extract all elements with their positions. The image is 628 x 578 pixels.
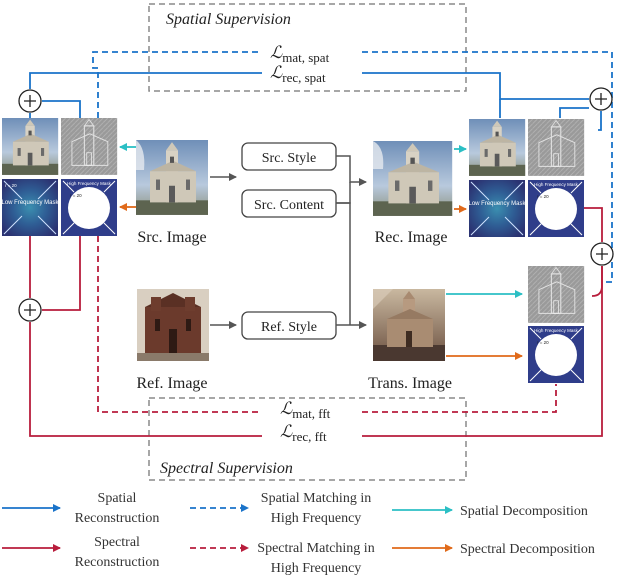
high-freq-mask-label: High Frequency Mask [534,182,579,187]
legend-spatial-match-line2: High Frequency [271,511,362,526]
legend-spatial-rec-line1: Spatial [98,491,137,506]
trans-high-frequency-mask: High Frequency Mask r = 20 [528,326,584,383]
spatial-rec-sum-left [29,100,81,118]
spatial-supervision-box [148,3,467,92]
legend-spectral-match-line1: Spectral Matching in [257,541,374,556]
left-src-spatial-high [60,117,118,176]
src-style-module: Src. Style [241,142,337,171]
plus-circle-icon [18,89,42,113]
spectral-match-line [97,236,557,413]
right-rec-spatial-low [469,119,526,176]
legend-spatial-decomp-label: Spatial Decomposition [460,504,588,519]
loss-symbol: ℒ [270,43,283,62]
spectral-supervision-title: Spectral Supervision [160,460,293,477]
spatial-rec-line-left [29,72,262,89]
right-rec-spatial-high [527,118,585,177]
legend-spatial-matching: Spatial Matching in High Frequency [190,491,371,526]
rec-image-label: Rec. Image [375,229,448,246]
src-content-to-trans-line [336,202,351,325]
spectral-rec-line-right [362,266,603,437]
loss-mat-spat-sub: mat, spat [282,50,329,65]
spectral-right-loop [591,266,603,297]
src-content-label: Src. Content [254,198,324,213]
spatial-match-line [92,51,613,283]
trans-image-photo [373,289,445,361]
high-freq-radius-label: r = 20 [537,194,549,199]
loss-symbol: ℒ [280,399,293,418]
loss-symbol: ℒ [280,422,293,441]
loss-rec-spat: ℒrec, spat [270,63,326,85]
src-content-module: Src. Content [241,189,337,218]
legend-spectral-rec-line1: Spectral [94,535,140,550]
high-freq-radius-label: r = 20 [537,340,549,345]
loss-mat-fft: ℒmat, fft [280,399,331,421]
ref-image-photo [137,289,209,361]
src-image-photo [136,140,208,215]
legend-spectral-match-line2: High Frequency [271,561,362,576]
spectral-sum-left-in [29,236,81,311]
high-freq-mask-label: High Frequency Mask [534,328,579,333]
loss-rec-spat-sub: rec, spat [282,70,326,85]
src-style-to-rec-arrow [336,155,367,186]
left-src-spatial-low [2,118,59,175]
legend-spatial-decomposition: Spatial Decomposition [392,504,588,519]
spectral-rec-line-left [29,322,262,437]
right-low-frequency-mask: Low Frequency Mask [468,180,527,237]
plus-circle-icon [589,87,613,111]
legend-spatial-rec-line2: Reconstruction [75,511,160,526]
spatial-rec-right-to-edge [559,107,589,118]
src-style-label: Src. Style [262,151,316,166]
ref-style-module: Ref. Style [241,311,337,340]
legend-spectral-rec-line2: Reconstruction [75,555,160,570]
spatial-supervision-title: Spatial Supervision [166,11,291,28]
loss-rec-fft: ℒrec, fft [280,422,327,444]
src-content-to-rec-arrow [336,182,351,204]
legend: Spatial Reconstruction Spatial Matching … [2,491,595,576]
trans-image-label: Trans. Image [368,375,452,392]
left-low-frequency-mask: Low Frequency Mask r = 20 [1,179,60,236]
right-high-frequency-mask: High Frequency Mask r = 20 [528,180,584,237]
legend-spatial-match-line1: Spatial Matching in [261,491,371,506]
low-freq-radius-label: r = 20 [5,183,17,188]
high-freq-radius-label: r = 20 [70,193,82,198]
low-freq-mask-label: Low Frequency Mask [468,201,526,207]
legend-spectral-matching: Spectral Matching in High Frequency [190,541,375,576]
loss-mat-spat: ℒmat, spat [270,43,330,65]
src-image-label: Src. Image [137,229,206,246]
legend-spatial-reconstruction: Spatial Reconstruction [2,491,159,526]
loss-mat-fft-sub: mat, fft [292,406,330,421]
loss-symbol: ℒ [270,63,283,82]
legend-spectral-decomposition: Spectral Decomposition [392,542,595,557]
spatial-rec-sum-right [499,99,602,131]
loss-rec-fft-sub: rec, fft [292,429,327,444]
plus-circle-icon [18,298,42,322]
low-freq-mask-label: Low Frequency Mask [1,200,59,206]
legend-spectral-decomp-label: Spectral Decomposition [460,542,595,557]
rec-image-photo [373,141,453,216]
plus-circle-icon [590,242,614,266]
trans-spatial-high [527,265,585,324]
ref-image-label: Ref. Image [136,375,207,392]
high-freq-mask-label: High Frequency Mask [67,181,112,186]
left-high-frequency-mask: High Frequency Mask r = 20 [61,179,117,236]
spatial-rec-line-right [362,72,589,100]
ref-style-label: Ref. Style [261,320,317,335]
legend-spectral-reconstruction: Spectral Reconstruction [2,535,159,570]
